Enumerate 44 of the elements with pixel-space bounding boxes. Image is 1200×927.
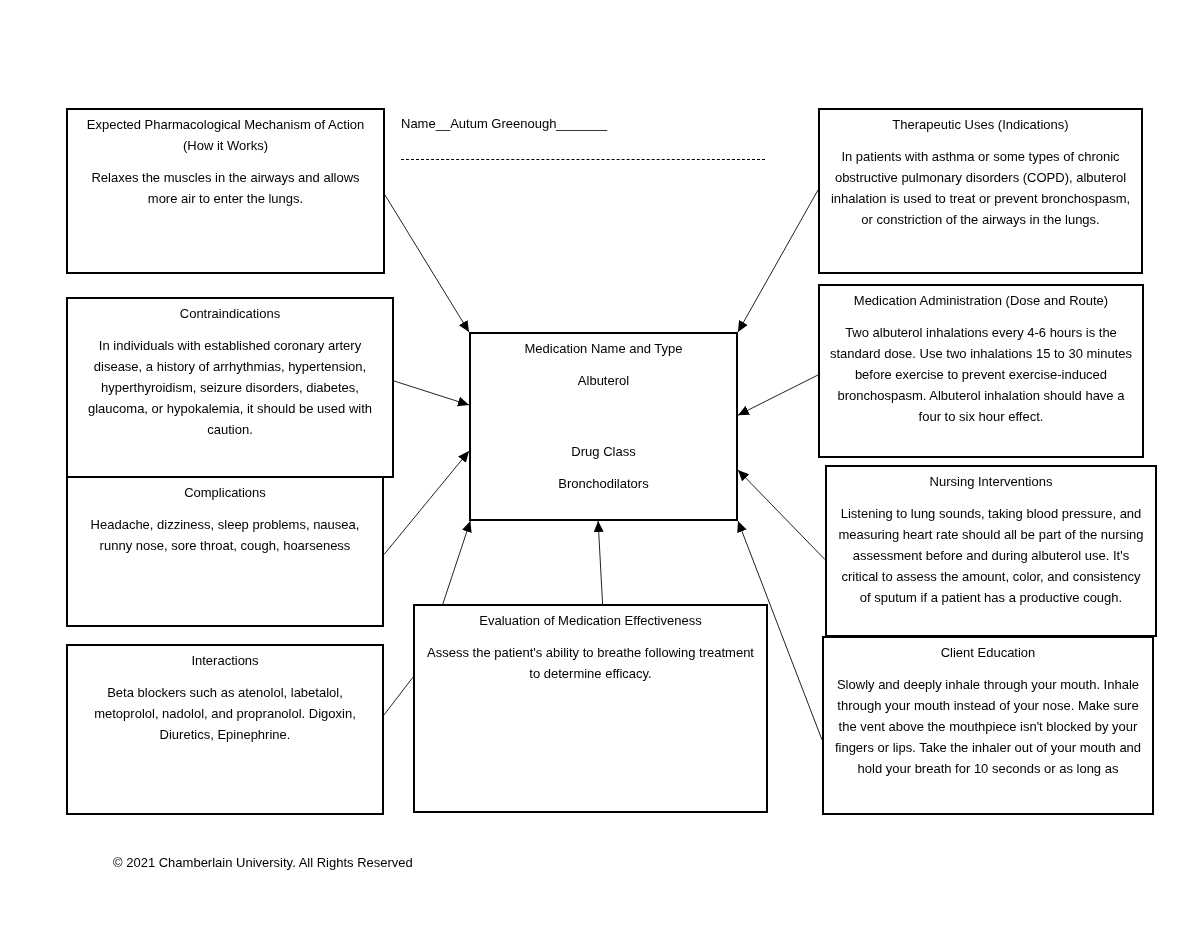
arrow xyxy=(384,194,470,333)
box-heading: Expected Pharmacological Mechanism of Action (How it Works) xyxy=(85,116,366,155)
name-label: Name__Autum Greenough_______ xyxy=(401,115,607,133)
arrow xyxy=(393,380,470,407)
box-heading: Client Education xyxy=(939,644,1037,662)
concept-box xyxy=(825,465,1157,637)
concept-box xyxy=(66,644,384,815)
box-text: Assess the patient's ability to breathe following treatment to determine efficacy. xyxy=(426,644,755,683)
box-text: Listening to lung sounds, taking blood pressure, and measuring heart rate should all be part of the nursing assessment before and during albuterol use. It's critical to assess the amount, color, and consistency of sputum if a patient has a productive cough. xyxy=(837,505,1145,607)
box-heading: Interactions xyxy=(190,652,260,670)
box-text: Beta blockers such as atenolol, labetalol, metoprolol, nadolol, and propranolol. Digoxin, Diuretics, Epinephrine. xyxy=(93,684,357,744)
box-heading: Medication Administration (Dose and Route) xyxy=(852,292,1110,310)
box-text: In individuals with established coronary artery disease, a history of arrhythmias, hypertension, hyperthyroidism, seizure disorders, diabetes, glaucoma, or hypokalemia, it should be used with caution. xyxy=(87,337,373,439)
concept-box xyxy=(66,476,384,627)
box-text: Slowly and deeply inhale through your mouth. Inhale through your mouth instead of your nose. Make sure the vent above the mouthpiece isn't blocked by your fingers or lips. Take the inhaler out of your mouth and hold your breath for 10 seconds or as long as xyxy=(833,676,1143,778)
drug-class: Bronchodilators xyxy=(557,475,650,493)
box-heading: Nursing Interventions xyxy=(928,473,1054,491)
arrow xyxy=(737,374,819,416)
arrow xyxy=(442,520,472,605)
connector-line xyxy=(383,676,414,716)
concept-box xyxy=(818,284,1144,458)
concept-box xyxy=(413,604,768,813)
arrow xyxy=(383,450,470,555)
concept-box xyxy=(66,297,394,478)
box-text: In patients with asthma or some types of chronic obstructive pulmonary disorders (COPD), albuterol inhalation is used to treat or prevent bronchospasm, or constriction of the airways in the lungs. xyxy=(829,148,1132,229)
box-heading: Drug Class xyxy=(570,443,637,461)
box-heading: Evaluation of Medication Effectiveness xyxy=(478,612,703,630)
copyright-notice: © 2021 Chamberlain University. All Rights Reserved xyxy=(113,854,413,872)
arrow xyxy=(593,520,604,605)
arrow xyxy=(737,469,826,561)
box-heading: Complications xyxy=(183,484,267,502)
box-text: Relaxes the muscles in the airways and allows more air to enter the lungs. xyxy=(90,169,361,208)
concept-box xyxy=(818,108,1143,274)
box-heading: Therapeutic Uses (Indications) xyxy=(891,116,1070,134)
box-text: Two albuterol inhalations every 4-6 hours is the standard dose. Use two inhalations 15 to 30 minutes before exercise to prevent exercise-induced bronchospasm. Albuterol inhalation should have a four to six hour effect. xyxy=(828,324,1134,426)
box-heading: Contraindications xyxy=(178,305,282,323)
central-medication-box xyxy=(469,332,738,521)
concept-box xyxy=(66,108,385,274)
drug-name: Albuterol xyxy=(576,372,631,390)
concept-box xyxy=(822,636,1154,815)
arrow xyxy=(737,520,823,741)
box-heading: Medication Name and Type xyxy=(523,340,684,358)
arrow xyxy=(737,189,819,333)
box-text: Headache, dizziness, sleep problems, nausea, runny nose, sore throat, cough, hoarseness xyxy=(89,516,361,555)
